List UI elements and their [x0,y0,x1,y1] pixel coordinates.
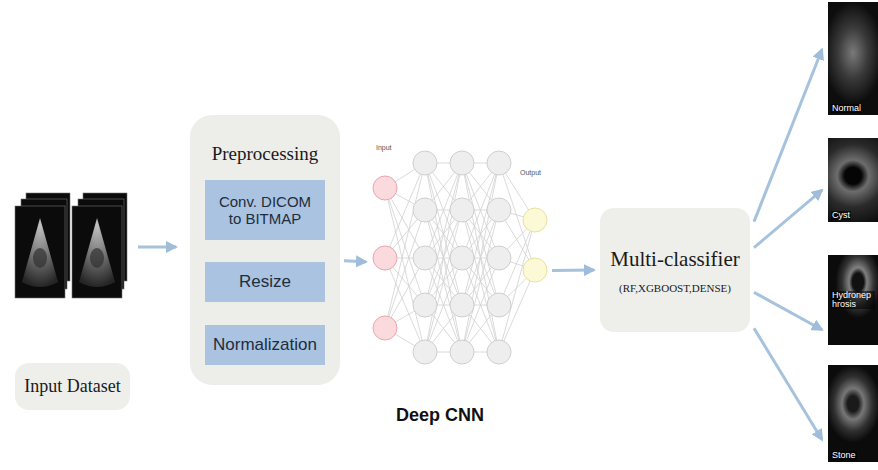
ultrasound-fan [79,218,115,287]
neuron [487,340,511,364]
flow-arrow [754,328,822,439]
ultrasound-blob [33,248,47,268]
flow-arrow [754,49,822,221]
node-title: Stone [831,451,857,460]
node-title: Hydronephrosis [831,291,875,310]
neuron [413,340,437,364]
process-box: Normalization [205,325,325,365]
image-stack [15,193,70,298]
node-title: Deep CNN [396,405,484,426]
neuron [450,246,474,270]
neuron [523,258,547,282]
neuron [450,198,474,222]
neuron [487,293,511,317]
layer-label: Input [376,144,392,151]
flow-arrow [754,190,822,248]
neuron [523,208,547,232]
process-box: Conv. DICOM to BITMAP [205,180,325,240]
preprocessing-panel: PreprocessingConv. DICOM to BITMAP Resize… [190,115,340,385]
neuron [413,198,437,222]
neuron [373,246,397,270]
cnn-block: Deep CNN [372,140,548,430]
flow-arrow [344,261,366,262]
node-title: Multi-classifier [610,247,739,272]
neuron [413,151,437,175]
node-title: Cyst [831,211,851,220]
neuron [450,340,474,364]
flow-arrow [552,269,594,273]
class-thumbnail: Cyst [828,138,878,222]
image-stack [72,193,127,298]
class-thumbnail: Normal [828,2,878,115]
neuron [413,246,437,270]
ultrasound-fan [22,218,58,287]
node-title: Input Dataset [24,376,120,397]
neuron [450,151,474,175]
image-frame [72,206,122,298]
neuron [373,176,397,200]
neuron [413,293,437,317]
image-frame [15,206,65,298]
dataset-label-box: Input Dataset [15,363,130,410]
process-box: Resize [205,262,325,302]
output-neurons [523,208,547,282]
node-title: Preprocessing [190,143,340,165]
class-thumbnail: Hydronephrosis [828,255,878,345]
layer-label: Output [520,169,541,176]
input-neurons [373,176,397,340]
neuron [487,151,511,175]
neuron [487,198,511,222]
class-thumbnail: Stone [828,365,878,462]
node-title: Conv. DICOM to BITMAP [215,193,315,227]
neuron [487,246,511,270]
network-illustration [373,151,547,364]
node-subtitle: (RF,XGBOOST,DENSE) [619,282,731,294]
node-title: Normalization [213,335,317,355]
ultrasound-blob [90,248,104,268]
neuron [450,293,474,317]
classifier-box: Multi-classifier (RF,XGBOOST,DENSE) [600,208,750,332]
neuron [373,316,397,340]
node-title: Resize [239,272,291,292]
node-title: Normal [831,104,862,113]
flow-arrow [754,292,822,329]
hidden-neurons [413,151,511,364]
flow-arrow [138,246,176,249]
